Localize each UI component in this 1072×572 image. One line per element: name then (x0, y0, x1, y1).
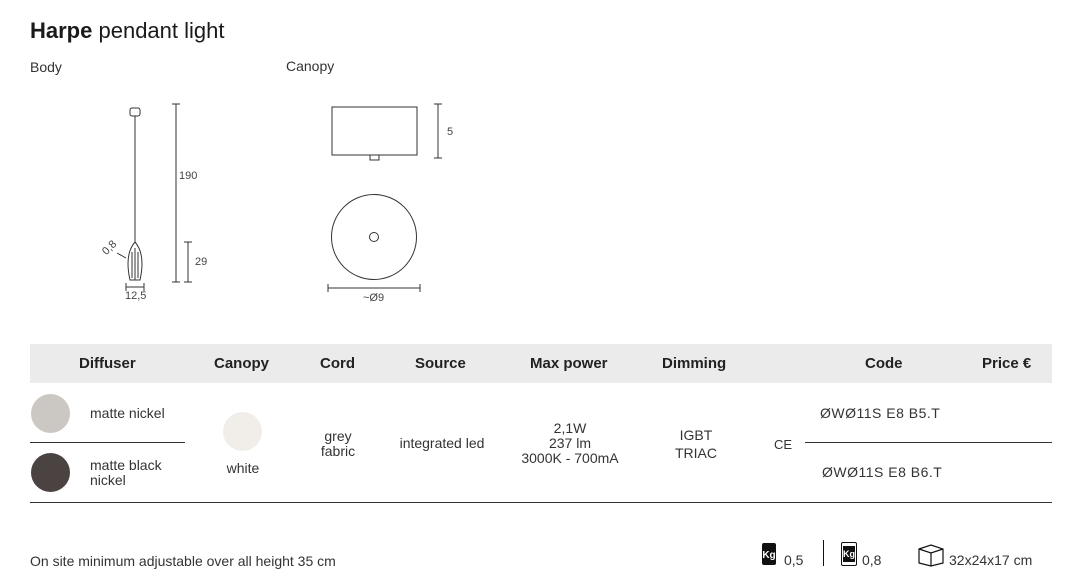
header-source: Source (415, 355, 466, 372)
canopy-value: white (226, 460, 260, 476)
max-power-value: 2,1W 237 lm 3000K - 700mA (521, 420, 619, 466)
swatch-matte-nickel (31, 394, 70, 433)
ce-mark: CE (774, 437, 793, 452)
code-row-1: ØWØ11S E8 B5.T (820, 405, 941, 421)
swatch-canopy-white (223, 412, 262, 451)
header-code: Code (865, 355, 903, 372)
net-weight-value: 0,5 (784, 552, 804, 568)
package-dimensions: 32x24x17 cm (949, 552, 1033, 568)
body-label: Body (30, 59, 62, 75)
package-box-icon (918, 544, 944, 567)
table-bottom-rule (30, 502, 1052, 503)
header-cord: Cord (320, 355, 355, 372)
canopy-side (331, 106, 418, 156)
body-hook (129, 107, 141, 117)
product-subtitle: pendant light (98, 18, 225, 43)
header-dimming: Dimming (662, 355, 727, 372)
cord-value: grey fabric (320, 428, 356, 459)
diffuser-matte-nickel: matte nickel (90, 405, 165, 421)
dim-body-width: 12,5 (125, 290, 147, 302)
gross-weight-icon-label: Kg (843, 546, 855, 562)
gross-weight-value: 0,8 (862, 552, 882, 568)
dimming-value: IGBT TRIAC (675, 427, 717, 461)
header-price: Price € (982, 355, 1032, 372)
dim-canopy-height: 5 (447, 126, 454, 138)
gross-weight-icon: Kg (841, 542, 857, 566)
header-max-power: Max power (530, 355, 608, 372)
header-canopy: Canopy (214, 355, 270, 372)
swatch-matte-black-nickel (31, 453, 70, 492)
code-row-2: ØWØ11S E8 B6.T (822, 464, 943, 480)
footer-note: On site minimum adjustable over all heig… (30, 553, 336, 569)
technical-drawing (116, 103, 442, 292)
dim-canopy-diameter: ~Ø9 (363, 292, 385, 304)
dim-body-height: 190 (179, 170, 198, 182)
diffuser-matte-black-nickel: matte black nickel (90, 457, 162, 488)
row-divider-code (805, 442, 1052, 443)
dim-shade-height: 29 (195, 256, 208, 268)
net-weight-icon: Kg (762, 543, 776, 565)
weight-divider (823, 540, 824, 566)
canopy-top (331, 194, 417, 280)
header-diffuser: Diffuser (79, 355, 136, 372)
row-divider-diffuser (30, 442, 185, 443)
source-value: integrated led (399, 435, 485, 451)
table-header (30, 344, 1052, 383)
page-title: Harpe pendant light (30, 18, 224, 44)
product-brand: Harpe (30, 18, 93, 43)
canopy-label: Canopy (286, 58, 335, 74)
